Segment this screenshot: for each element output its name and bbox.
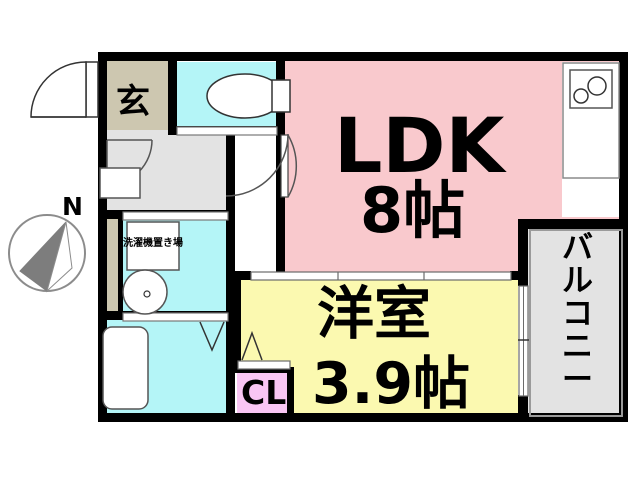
wall-hallway-ldk-joint [226, 215, 235, 225]
room-fill-balcony [528, 228, 625, 418]
ldk-door-swing-arc [225, 133, 289, 197]
wall-genkan-toilet [168, 52, 177, 134]
wall-balcony-left-lower [518, 395, 528, 422]
room-fill-ldk [285, 55, 625, 272]
wall-balcony-top [518, 219, 628, 229]
compass-north-label: N [62, 192, 83, 221]
ldk-door-leaf [280, 134, 289, 198]
washer-space-box [126, 221, 180, 271]
wall-bath-right [226, 320, 235, 417]
bath-door [122, 312, 229, 322]
room-fill-closet [237, 370, 289, 417]
closet-door-open-symbol [241, 330, 263, 361]
label-ldk-size: 8帖 [360, 174, 465, 247]
wall-washroom-right [226, 225, 235, 313]
label-closet: CL [241, 373, 286, 412]
wall-left [98, 52, 107, 422]
ldk-door-swing-arc-helper [287, 134, 298, 198]
label-ldk: LDK [334, 101, 508, 190]
wall-genkan-strip-washroom [118, 219, 123, 315]
shoe-box [99, 167, 141, 199]
compass-rose: N [8, 192, 86, 293]
wall-bottom [98, 413, 628, 422]
stove-burner-small [573, 88, 589, 104]
toilet-tank [271, 79, 291, 113]
closet-door [237, 360, 291, 370]
label-washer-space: 洗濯機置き場 [123, 236, 183, 249]
wall-balcony-left-joint [518, 276, 528, 286]
room-fill-hallway-angle [105, 130, 168, 158]
label-yoshitsu: 洋室 [317, 281, 431, 347]
wall-ldk-left [276, 135, 285, 277]
stove-burner-large [587, 76, 607, 96]
wall-top [98, 52, 628, 61]
wall-yoshitsu-left [235, 277, 241, 367]
toilet-door [176, 126, 278, 136]
label-yoshitsu-size: 3.9帖 [312, 351, 470, 417]
wall-balcony-left-upper [518, 219, 528, 281]
bath-door-open-symbol [199, 321, 225, 352]
washbasin-drain [143, 290, 151, 298]
sliding-door-ldk-yoshitsu [250, 271, 512, 281]
balcony-railing-outline [529, 229, 623, 417]
entrance-door-leaf [85, 61, 99, 118]
label-balcony: バルコニー [562, 230, 593, 398]
wall-right [619, 52, 628, 422]
washroom-door [122, 211, 229, 221]
compass-needle-light [46, 221, 73, 293]
wall-hallway-ldk-upper [226, 135, 235, 215]
wall-closet-top [235, 367, 293, 373]
wall-ldk-yoshitsu-left-stub [235, 271, 251, 280]
wall-closet-right [287, 367, 294, 417]
bathtub [102, 326, 149, 410]
label-genkan: 玄 [116, 82, 150, 122]
